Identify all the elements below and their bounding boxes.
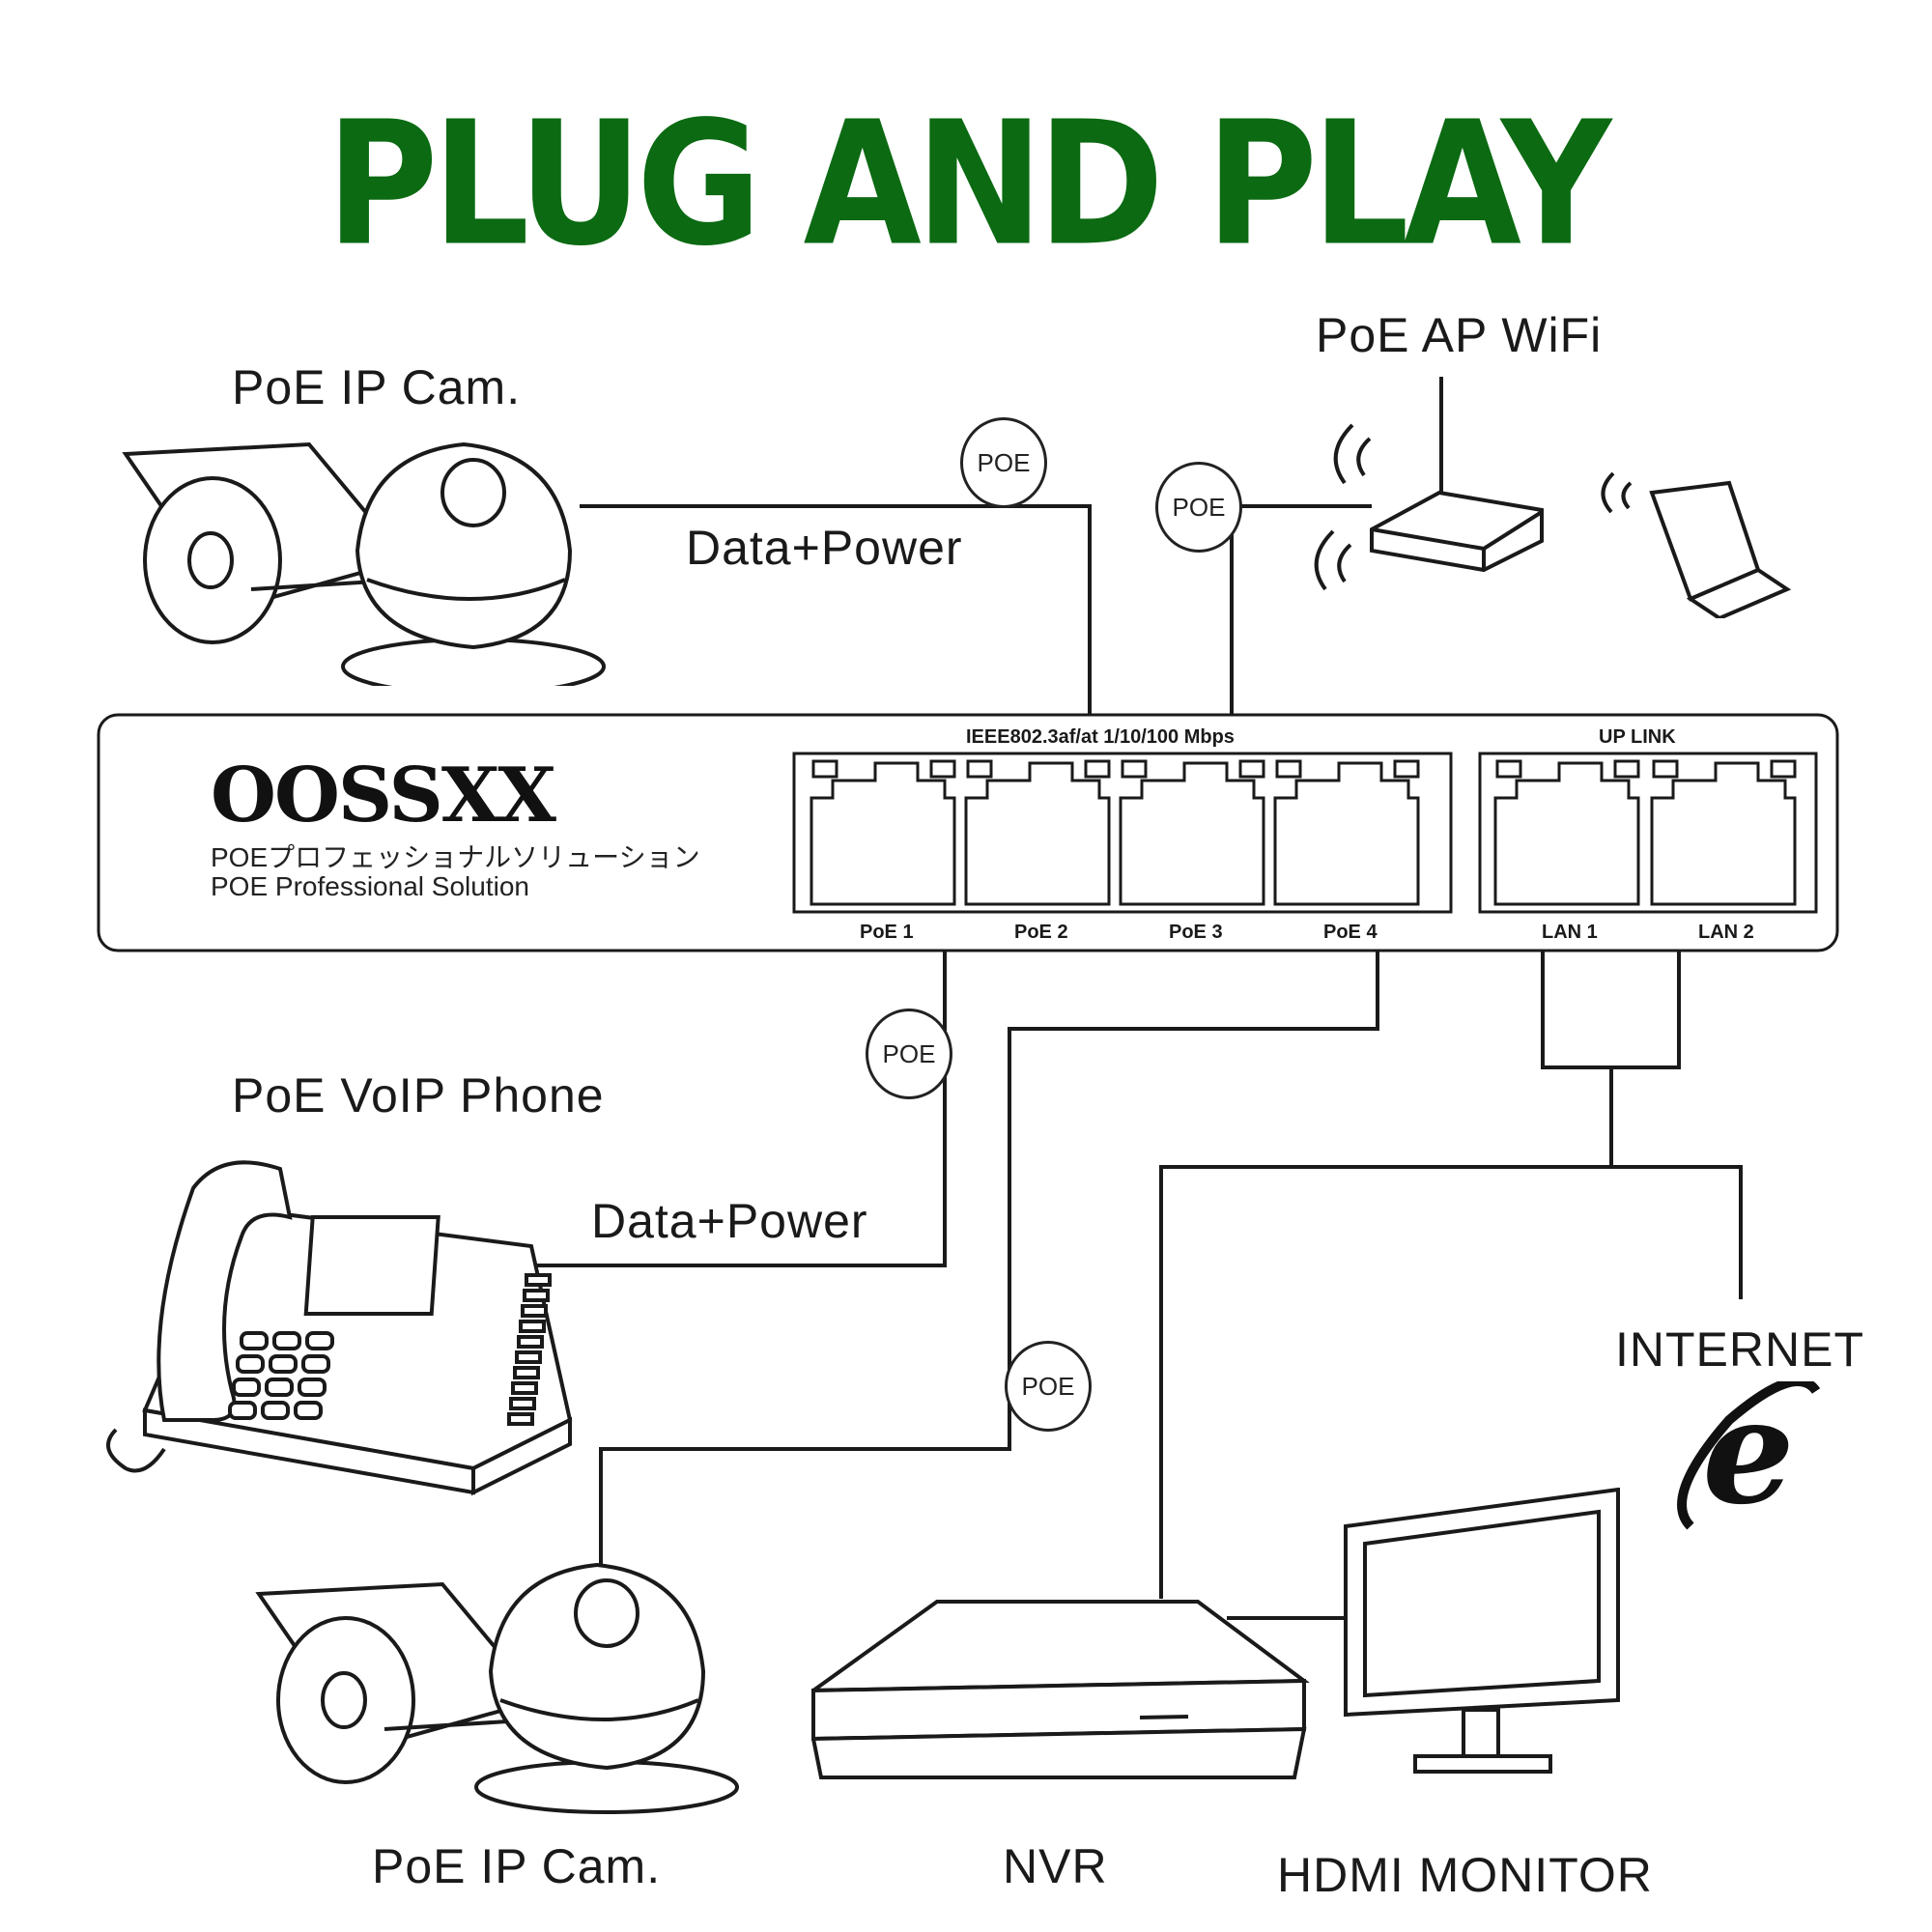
- phone-key: [228, 1401, 257, 1420]
- port-led: [966, 759, 993, 779]
- poe-badge: POE: [1005, 1341, 1092, 1432]
- label-cam-top: PoE IP Cam.: [232, 360, 522, 414]
- phone-line-key: [525, 1273, 552, 1287]
- phone-key: [236, 1354, 265, 1374]
- phone-key: [294, 1401, 323, 1420]
- phone-key: [298, 1378, 327, 1397]
- port-led: [1393, 759, 1420, 779]
- rj45-port: [1119, 761, 1265, 906]
- port-label: PoE 2: [1014, 922, 1068, 943]
- ip-camera-icon: [255, 1562, 739, 1814]
- port-led: [1495, 759, 1522, 779]
- phone-key: [240, 1331, 269, 1350]
- phone-line-key: [517, 1335, 544, 1349]
- phone-line-key: [515, 1350, 542, 1364]
- cable-cam-bottom: [599, 952, 1379, 1565]
- rj45-port: [1650, 761, 1797, 906]
- poe-badge: POE: [1155, 462, 1242, 553]
- uplink-group-label: UP LINK: [1599, 726, 1676, 748]
- phone-line-key: [521, 1304, 548, 1318]
- switch-brand: OOSSXX: [211, 752, 556, 839]
- page-title: PLUG AND PLAY: [326, 85, 1612, 285]
- port-led: [1275, 759, 1302, 779]
- laptop-icon: [1601, 471, 1792, 618]
- rj45-port: [810, 761, 956, 906]
- port-led: [1238, 759, 1265, 779]
- port-led: [1652, 759, 1679, 779]
- label-monitor: HDMI MONITOR: [1277, 1848, 1653, 1902]
- uplink-label: LAN 2: [1698, 922, 1754, 943]
- label-nvr: NVR: [1003, 1839, 1108, 1893]
- port-label: PoE 3: [1169, 922, 1223, 943]
- port-label: PoE 4: [1323, 922, 1378, 943]
- phone-key: [305, 1331, 334, 1350]
- port-led: [1770, 759, 1797, 779]
- port-led: [1121, 759, 1148, 779]
- cable-nvr: [1159, 1165, 1743, 1599]
- phone-line-key: [509, 1397, 536, 1410]
- label-voip: PoE VoIP Phone: [232, 1068, 605, 1122]
- internet-explorer-icon: e: [1677, 1381, 1821, 1537]
- phone-line-key: [513, 1366, 540, 1379]
- label-data-power-mid: Data+Power: [591, 1194, 868, 1248]
- port-label: PoE 1: [860, 922, 914, 943]
- monitor-icon: [1344, 1488, 1620, 1774]
- rj45-port: [1273, 761, 1420, 906]
- port-led: [811, 759, 838, 779]
- poe-badge: POE: [960, 417, 1047, 508]
- uplink-label: LAN 1: [1542, 922, 1598, 943]
- switch-tagline-en: POE Professional Solution: [211, 871, 529, 901]
- voip-phone-icon: [106, 1160, 573, 1496]
- rj45-port: [964, 761, 1111, 906]
- phone-line-key: [511, 1381, 538, 1395]
- phone-key: [265, 1378, 294, 1397]
- port-led: [929, 759, 956, 779]
- label-cam-bottom: PoE IP Cam.: [372, 1839, 662, 1893]
- label-data-power-top: Data+Power: [686, 521, 963, 575]
- cable-cam-top: [580, 504, 1092, 717]
- phone-key: [261, 1401, 290, 1420]
- poe-group-label: IEEE802.3af/at 1/10/100 Mbps: [966, 726, 1235, 748]
- wifi-router-icon: [1314, 377, 1544, 591]
- poe-switch: [97, 713, 1839, 952]
- port-led: [1613, 759, 1640, 779]
- label-internet: INTERNET: [1615, 1322, 1864, 1377]
- label-wifi: PoE AP WiFi: [1316, 308, 1603, 362]
- cable-lan1: [1541, 952, 1681, 1069]
- phone-line-key: [507, 1412, 534, 1426]
- phone-key: [272, 1331, 301, 1350]
- switch-tagline-jp: POEプロフェッショナルソリューション: [211, 842, 700, 872]
- nvr-icon: [811, 1600, 1310, 1779]
- phone-line-key: [519, 1320, 546, 1333]
- port-led: [1084, 759, 1111, 779]
- phone-key: [232, 1378, 261, 1397]
- phone-key: [269, 1354, 298, 1374]
- phone-line-key: [523, 1289, 550, 1302]
- poe-badge: POE: [866, 1009, 952, 1099]
- phone-key: [301, 1354, 330, 1374]
- rj45-port: [1493, 761, 1640, 906]
- ip-camera-icon: [122, 441, 606, 686]
